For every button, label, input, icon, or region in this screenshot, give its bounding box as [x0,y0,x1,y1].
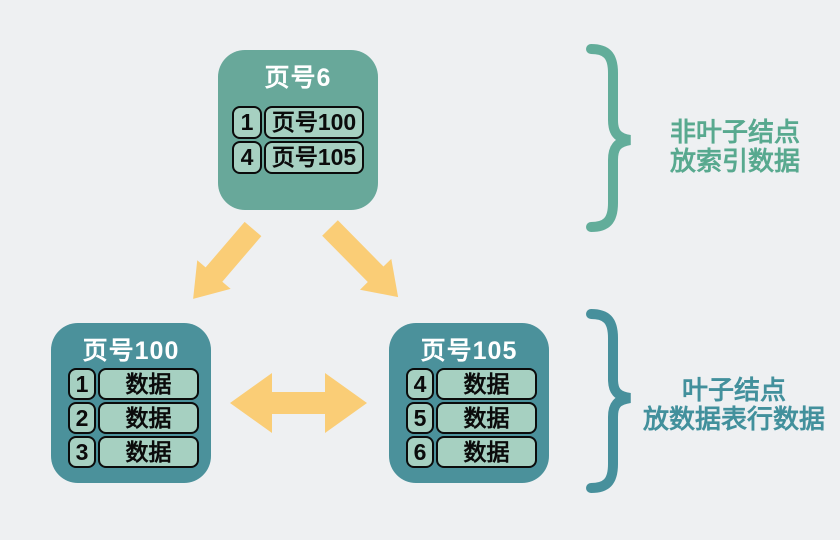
annotation-line: 叶子结点 [681,375,786,405]
data-row: 3 数据 [68,436,199,468]
index-key-cell: 4 [232,141,262,174]
index-row: 4 页号105 [232,141,364,174]
data-value-cell: 数据 [436,402,537,434]
data-value-cell: 数据 [98,402,199,434]
leaf-page-rows: 4 数据 5 数据 6 数据 [406,368,537,468]
data-key-cell: 6 [406,436,434,468]
arrow-down-right-icon [322,220,399,298]
data-value-cell: 数据 [436,368,537,400]
root-page-node: 页号6 1 页号100 4 页号105 [218,50,378,210]
index-pointer-cell: 页号105 [264,141,364,174]
data-row: 2 数据 [68,402,199,434]
leaf-page-rows: 1 数据 2 数据 3 数据 [68,368,199,468]
annotation-nonleaf: 非叶子结点 放索引数据 [640,118,830,176]
data-row: 6 数据 [406,436,537,468]
index-pointer-cell: 页号100 [264,106,364,139]
arrow-double-horizontal-icon [230,373,367,433]
annotation-leaf: 叶子结点 放数据表行数据 [624,376,840,434]
data-value-cell: 数据 [98,436,199,468]
annotation-line: 放索引数据 [669,146,800,176]
data-key-cell: 1 [68,368,96,400]
data-value-cell: 数据 [98,368,199,400]
annotation-line: 非叶子结点 [669,117,800,147]
root-page-title: 页号6 [264,64,332,92]
data-key-cell: 4 [406,368,434,400]
annotation-line: 放数据表行数据 [642,404,825,434]
arrow-down-left-icon [193,221,262,299]
data-row: 5 数据 [406,402,537,434]
data-key-cell: 2 [68,402,96,434]
leaf-page-title: 页号100 [82,337,180,365]
index-row: 1 页号100 [232,106,364,139]
leaf-page-node-105: 页号105 4 数据 5 数据 6 数据 [389,323,549,483]
leaf-page-node-100: 页号100 1 数据 2 数据 3 数据 [51,323,211,483]
leaf-page-title: 页号105 [420,337,518,365]
brace-top-icon [586,44,631,232]
brace-bottom-icon [586,309,631,493]
root-page-rows: 1 页号100 4 页号105 [232,106,364,174]
data-row: 4 数据 [406,368,537,400]
data-key-cell: 3 [68,436,96,468]
data-value-cell: 数据 [436,436,537,468]
data-key-cell: 5 [406,402,434,434]
index-key-cell: 1 [232,106,262,139]
data-row: 1 数据 [68,368,199,400]
